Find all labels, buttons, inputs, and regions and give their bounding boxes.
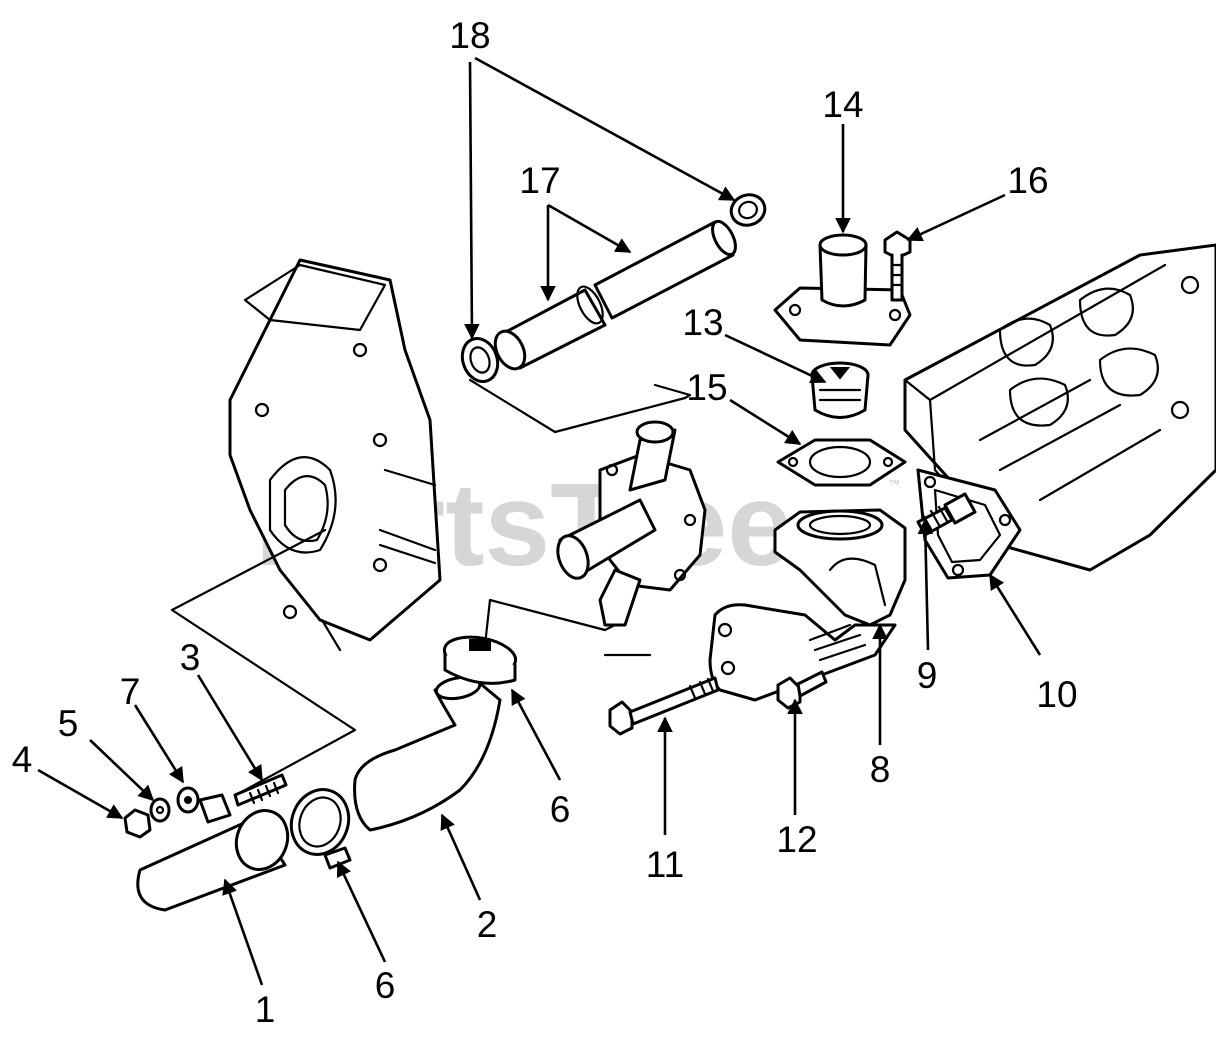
stud-3 xyxy=(233,773,288,807)
callout-16: 16 xyxy=(1007,160,1048,201)
callout-10: 10 xyxy=(1036,674,1077,715)
hose-clamp-6-lower xyxy=(289,788,352,870)
callout-14: 14 xyxy=(822,84,863,125)
nut-4 xyxy=(123,808,152,839)
callout-17: 17 xyxy=(519,160,560,201)
washer-7 xyxy=(176,786,200,814)
callout-5: 5 xyxy=(58,703,79,744)
callout-4: 4 xyxy=(12,739,33,780)
assembly-lines xyxy=(170,378,692,797)
lock-washer-5 xyxy=(149,797,171,823)
leader-lines xyxy=(37,56,1042,986)
callout-6-upper: 6 xyxy=(550,789,571,830)
callout-7: 7 xyxy=(120,671,141,712)
callouts: 1 2 3 4 5 6 6 7 8 9 10 11 12 13 14 15 16… xyxy=(12,15,1078,1030)
pipe-1 xyxy=(136,809,290,912)
thermostat-13 xyxy=(810,361,870,419)
callout-9: 9 xyxy=(917,655,938,696)
callout-8: 8 xyxy=(870,749,891,790)
bracket-plate xyxy=(198,793,232,824)
hose-clamp-6-upper xyxy=(442,635,518,685)
callout-6-lower: 6 xyxy=(375,965,396,1006)
bolt-11 xyxy=(608,676,720,736)
hose-clamp-18-upper xyxy=(729,193,767,227)
callout-2: 2 xyxy=(477,904,498,945)
thermostat-housing-8 xyxy=(708,508,907,702)
callout-11: 11 xyxy=(646,844,684,885)
callout-18: 18 xyxy=(449,15,490,56)
callout-3: 3 xyxy=(180,637,201,678)
watermark-trademark: ™ xyxy=(888,477,900,491)
callout-15: 15 xyxy=(686,367,727,408)
thermostat-cover-14 xyxy=(773,233,912,347)
callout-12: 12 xyxy=(776,819,817,860)
bypass-hose-17 xyxy=(493,219,737,371)
gasket-10 xyxy=(916,468,1022,580)
callout-1: 1 xyxy=(255,989,276,1030)
bolt-16 xyxy=(883,230,912,302)
water-pump xyxy=(556,420,707,627)
gasket-15 xyxy=(776,438,907,487)
radiator-hose-2 xyxy=(353,673,502,832)
callout-13: 13 xyxy=(682,302,723,343)
pump-housing xyxy=(228,258,442,642)
